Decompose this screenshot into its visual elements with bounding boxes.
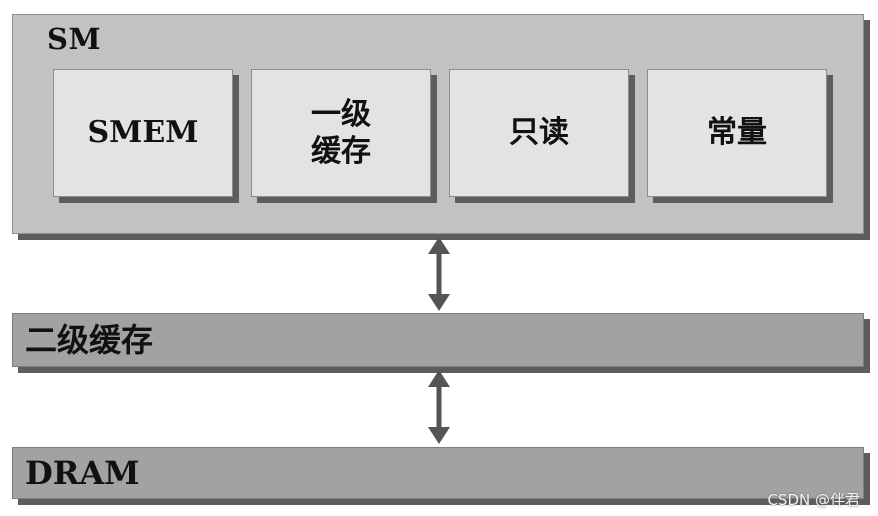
dram-label: DRAM bbox=[25, 454, 140, 492]
l1-cache-unit: 一级缓存 bbox=[251, 69, 431, 197]
smem-label: SMEM bbox=[87, 115, 199, 151]
dram-bar: DRAM bbox=[12, 447, 864, 499]
sm-label: SM bbox=[47, 22, 102, 56]
constant-unit: 常量 bbox=[647, 69, 827, 197]
read-only-unit: 只读 bbox=[449, 69, 629, 197]
constant-label: 常量 bbox=[707, 115, 767, 151]
l2-cache-bar: 二级缓存 bbox=[12, 313, 864, 367]
sm-block: SM SMEM 一级缓存 只读 常量 bbox=[12, 14, 864, 234]
watermark: CSDN @伴君 bbox=[767, 491, 860, 509]
l2-dram-arrow bbox=[428, 370, 450, 444]
l2-cache-label: 二级缓存 bbox=[25, 321, 154, 359]
read-only-label: 只读 bbox=[509, 115, 569, 151]
sm-l2-arrow bbox=[428, 237, 450, 311]
l1-cache-label: 一级缓存 bbox=[311, 96, 371, 170]
smem-unit: SMEM bbox=[53, 69, 233, 197]
